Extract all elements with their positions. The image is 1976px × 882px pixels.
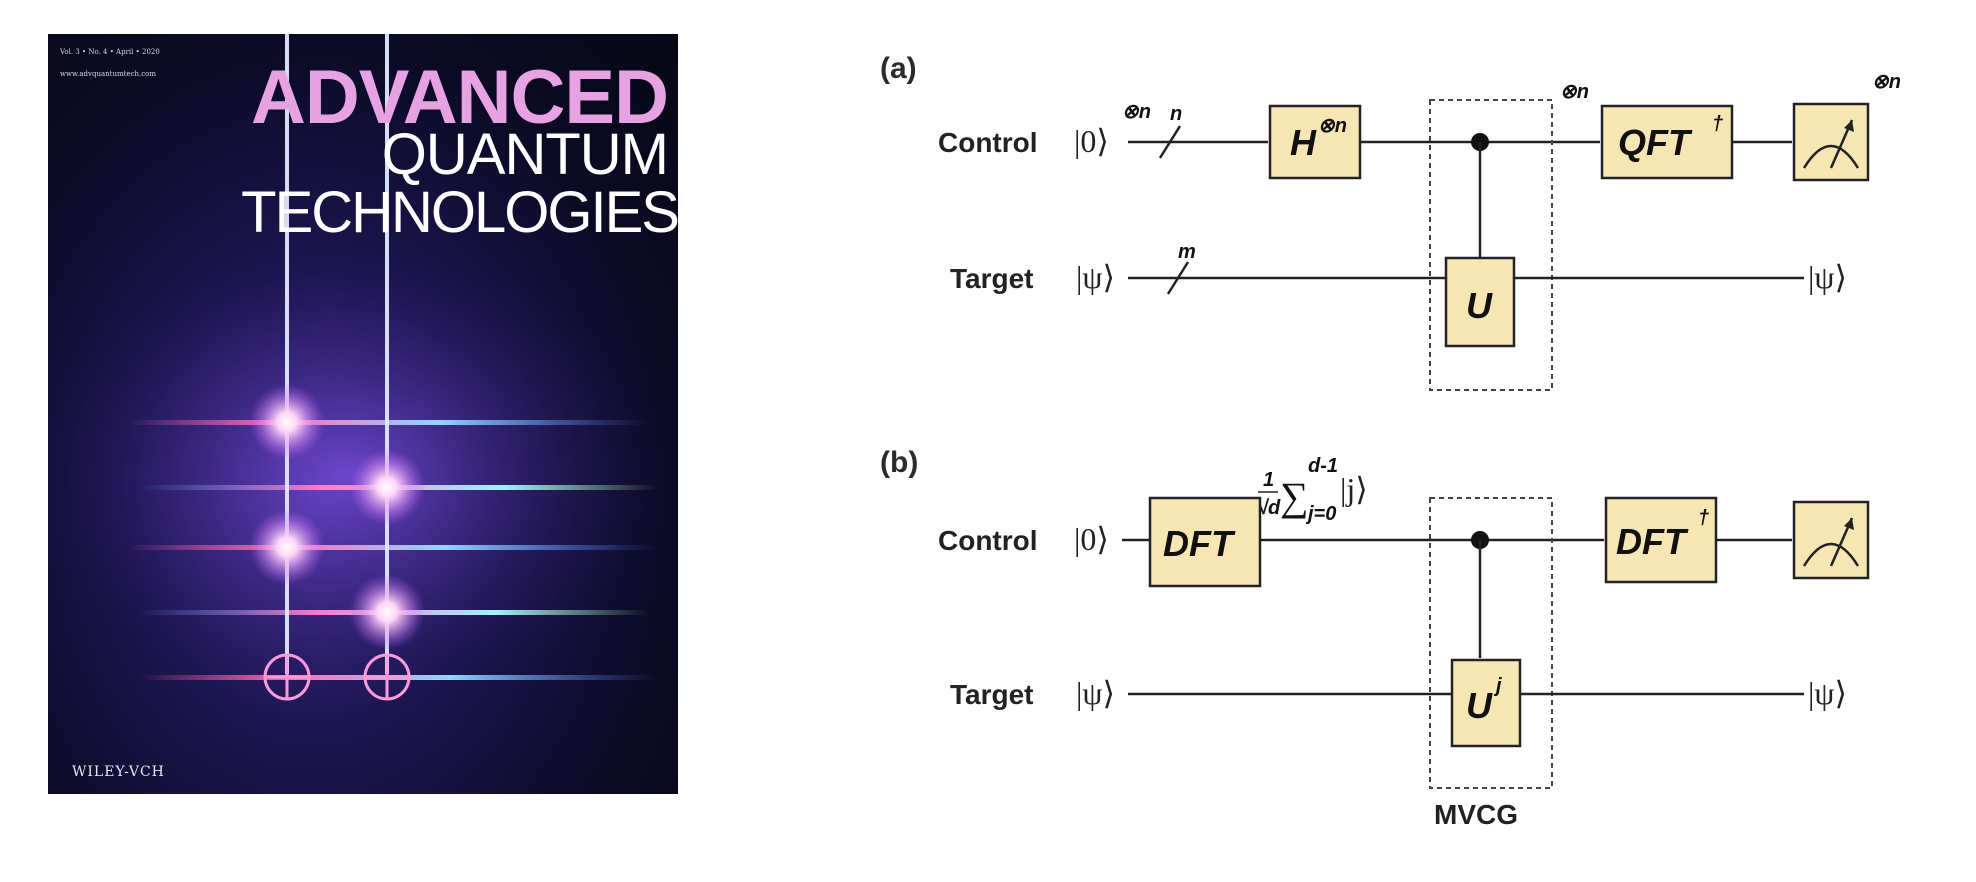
gate-inverse-dft — [1604, 496, 1718, 584]
gate-h-label: H — [1290, 122, 1317, 163]
bus-slash — [1158, 125, 1182, 159]
panel-b-label: (b) — [880, 446, 918, 479]
light-beam — [128, 545, 658, 550]
sparkle — [349, 574, 425, 650]
target-label: Target — [950, 679, 1034, 710]
mvcg-label: MVCG — [1434, 799, 1518, 830]
sum-lower-limit: j=0 — [1305, 503, 1336, 525]
superposition-numerator: 1 — [1263, 469, 1274, 491]
cover-publisher: WILEY-VCH — [72, 764, 165, 780]
vertical-beam — [385, 34, 389, 674]
measure-power: ⊗n — [1872, 71, 1901, 93]
panel-a: (a) Control |0⟩ ⊗n n H ⊗n ⊗n QFT † ⊗n Ta… — [880, 52, 1901, 391]
target-state: |ψ⟩ — [1076, 259, 1115, 295]
journal-cover: Vol. 3 • No. 4 • April • 2020 www.advqua… — [48, 34, 678, 794]
gate-u-power: j — [1493, 675, 1502, 697]
control-label: Control — [938, 127, 1038, 158]
control-bus-size: n — [1170, 103, 1182, 125]
sparkle — [249, 509, 325, 585]
gate-dft-dagger-label: DFT — [1616, 521, 1689, 562]
sparkle — [349, 449, 425, 525]
measurement-icon — [1792, 102, 1870, 182]
target-bus-size: m — [1178, 241, 1196, 263]
control-state: |0⟩ — [1074, 123, 1109, 159]
gate-u-label: U — [1466, 685, 1493, 726]
panel-b: (b) 1 √d ∑ d-1 j=0 |j⟩ Control |0⟩ DFT D… — [880, 446, 1870, 830]
target-output: |ψ⟩ — [1808, 675, 1847, 711]
gate-qft-label: QFT — [1618, 122, 1693, 163]
target-state: |ψ⟩ — [1076, 675, 1115, 711]
cover-artwork — [48, 34, 668, 704]
gate-hadamard — [1268, 104, 1362, 180]
gate-u-label: U — [1466, 285, 1493, 326]
quantum-circuit-figure: (a) Control |0⟩ ⊗n n H ⊗n ⊗n QFT † ⊗n Ta… — [880, 52, 1901, 830]
superposition-ket: |j⟩ — [1340, 471, 1368, 507]
bus-slash — [1166, 261, 1190, 295]
gate-h-power: ⊗n — [1318, 115, 1347, 137]
panel-a-label: (a) — [880, 52, 917, 85]
target-output: |ψ⟩ — [1808, 259, 1847, 295]
gate-qft-dagger: † — [1712, 113, 1723, 135]
cover-title-line1: ADVANCED — [250, 55, 669, 140]
superposition-denominator: √d — [1257, 497, 1281, 519]
cnot-target-icon — [363, 653, 411, 701]
cover-issue-info: Vol. 3 • No. 4 • April • 2020 — [60, 48, 160, 56]
control-power: ⊗n — [1122, 101, 1151, 123]
gate-dft-dagger: † — [1698, 507, 1709, 529]
gate-controlled-uj — [1450, 658, 1522, 748]
vertical-beam — [285, 34, 289, 674]
gate-inverse-qft — [1600, 104, 1734, 180]
gate-dft-label: DFT — [1163, 523, 1236, 564]
cnot-target-icon — [263, 653, 311, 701]
cover-title-line2: QUANTUM — [381, 122, 669, 187]
box-power: ⊗n — [1560, 81, 1589, 103]
control-label: Control — [938, 525, 1038, 556]
control-state: |0⟩ — [1074, 521, 1109, 557]
controlled-gate-box — [1429, 99, 1553, 391]
cover-title-line3: TECHNOLOGIES — [241, 180, 678, 245]
measurement-icon — [1792, 500, 1870, 580]
sum-symbol: ∑ — [1280, 474, 1309, 519]
target-label: Target — [950, 263, 1034, 294]
sum-upper-limit: d-1 — [1308, 455, 1338, 477]
controlled-gate-box — [1429, 497, 1553, 789]
sparkle — [249, 384, 325, 460]
cover-website: www.advquantumtech.com — [60, 70, 156, 78]
gate-dft — [1148, 496, 1262, 588]
gate-controlled-u — [1444, 256, 1516, 348]
